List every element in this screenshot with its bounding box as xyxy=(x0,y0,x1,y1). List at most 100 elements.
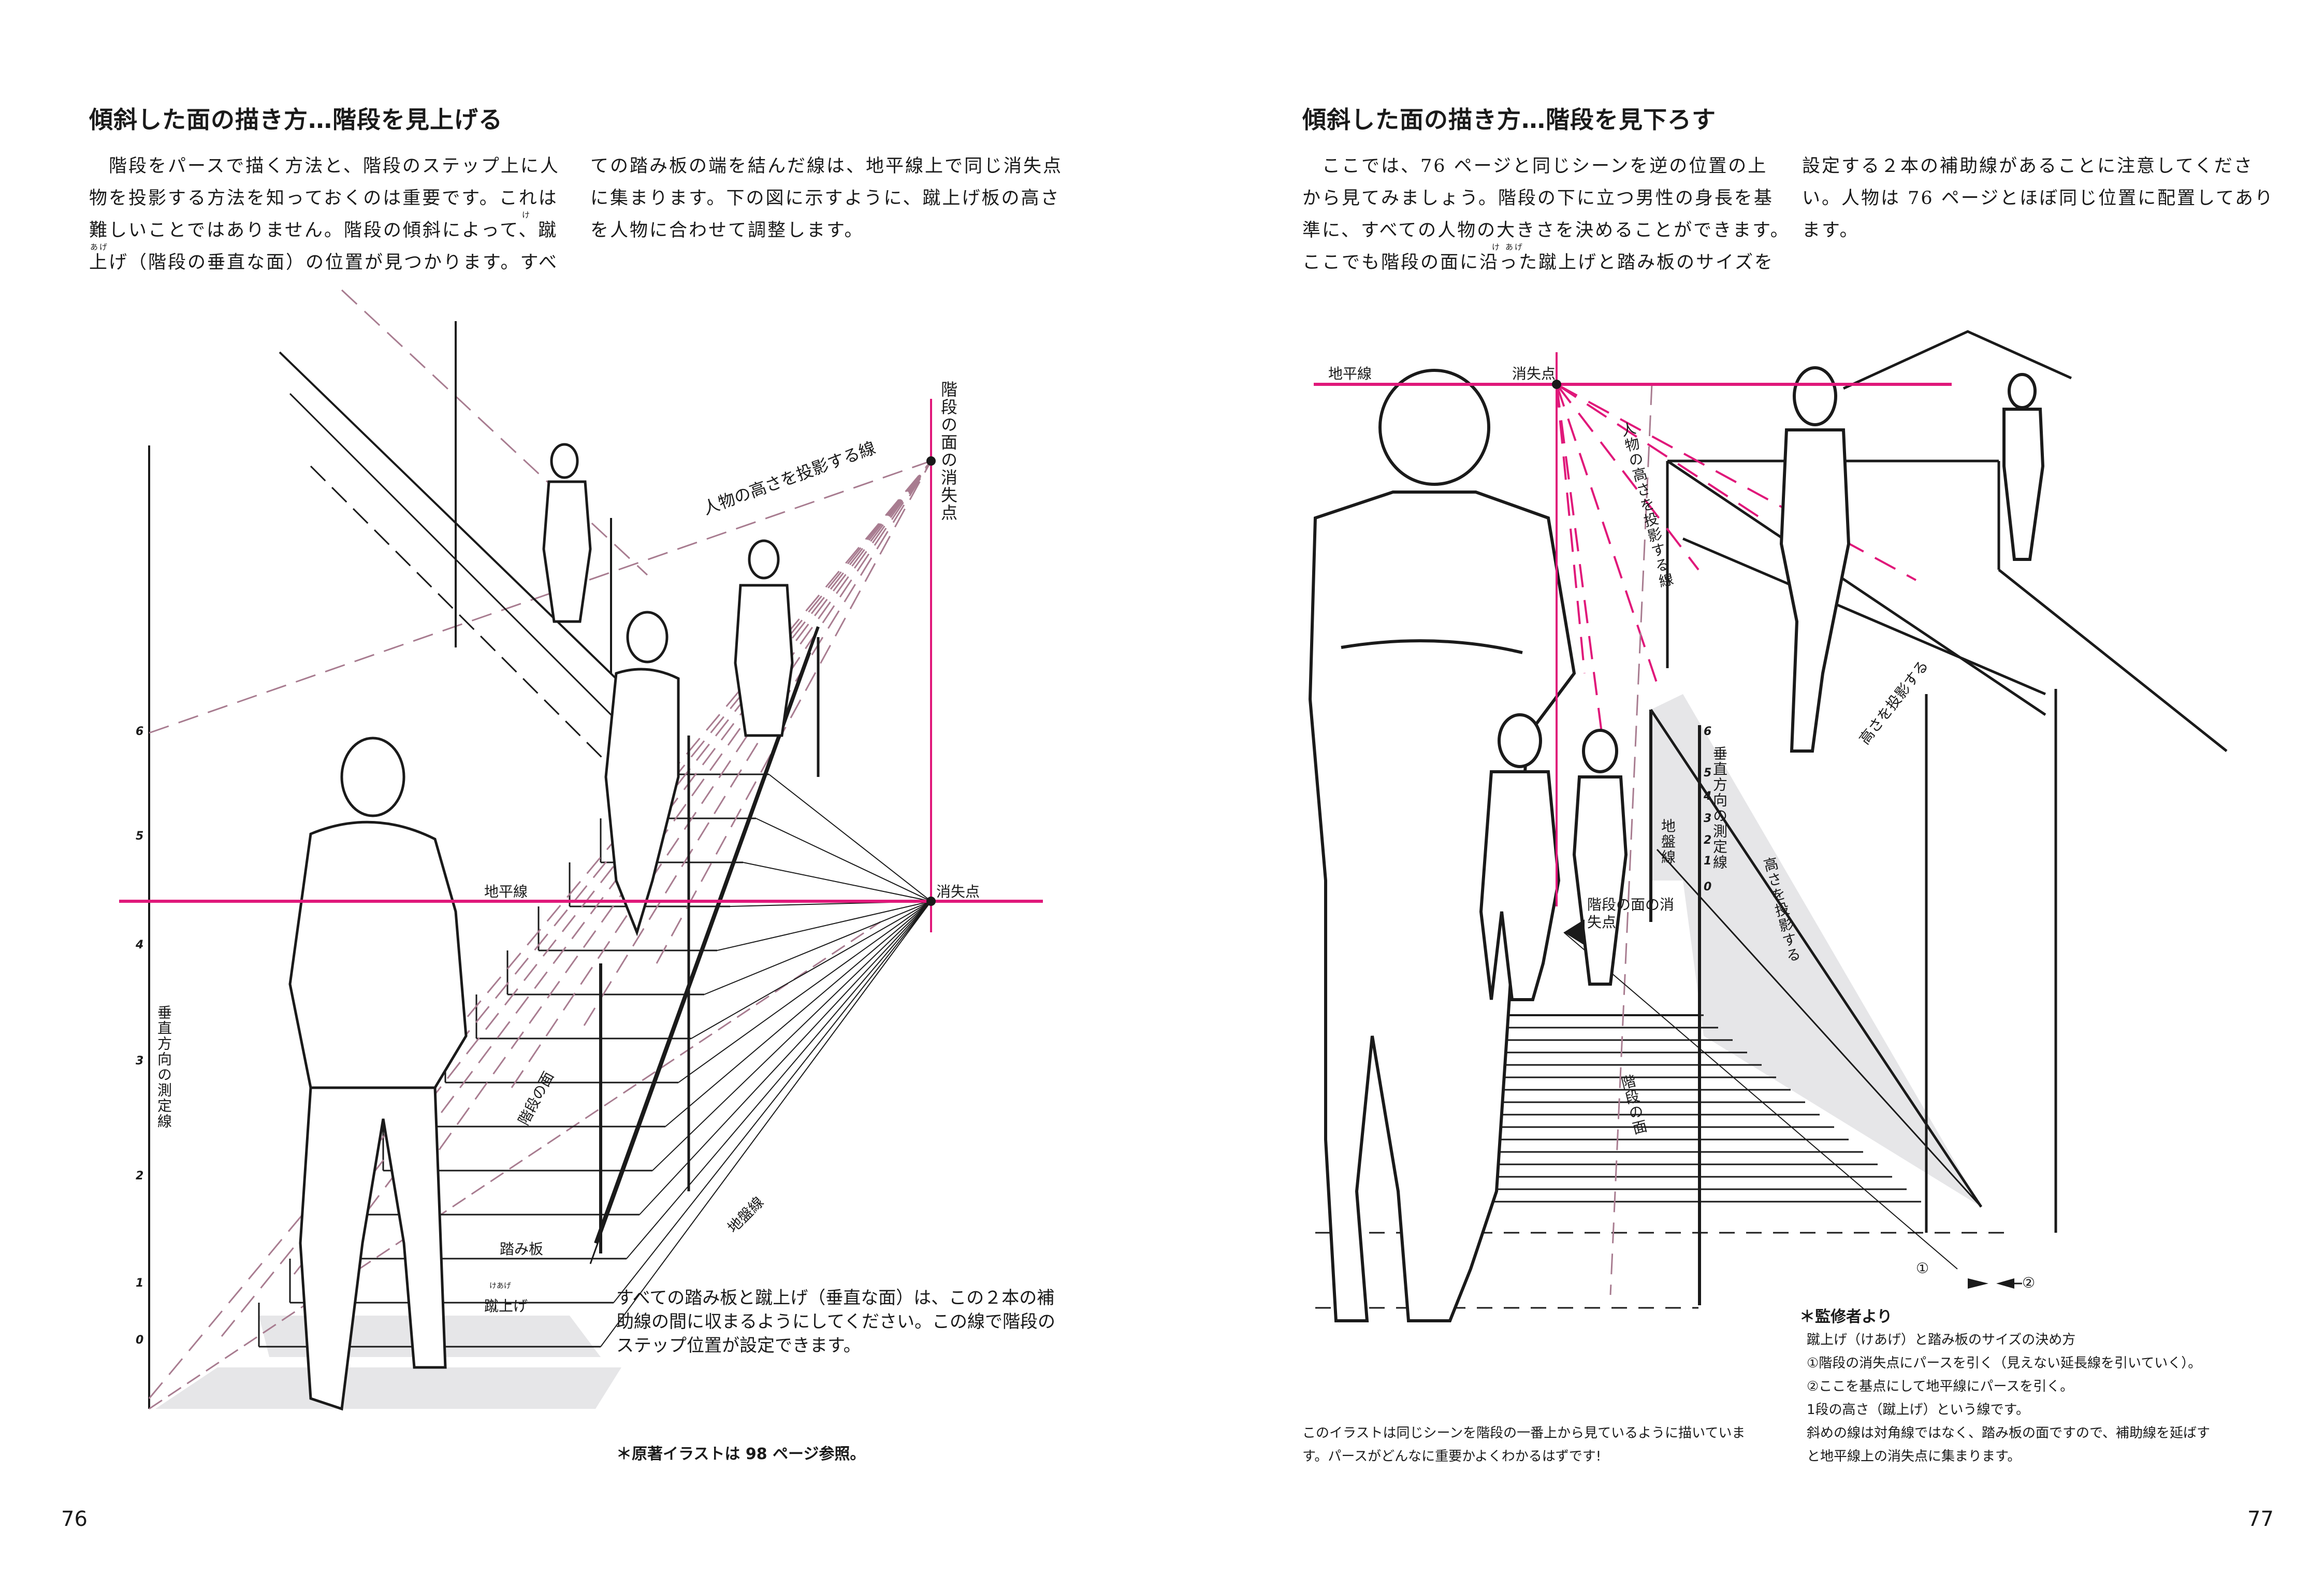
marker-1: ① xyxy=(1916,1260,1929,1277)
text-line: ここでは、76 ページと同じシーンを逆の位置の上 xyxy=(1302,156,1768,177)
guide-line xyxy=(511,460,932,1088)
text-line: ての踏み板の端を結んだ線は、地平線上で同じ消失点 xyxy=(590,156,1063,177)
text-line: すべての踏み板と蹴上げ（垂直な面）は、この２本の補 xyxy=(616,1288,1055,1308)
perspective-ray xyxy=(639,901,932,1215)
perspective-ray xyxy=(626,901,932,1259)
perspective-ray xyxy=(717,901,932,951)
shaded-stair-side xyxy=(1651,694,1981,1207)
tick-label: 4 xyxy=(1704,790,1712,803)
perspective-ray xyxy=(704,901,932,995)
tick-label: 6 xyxy=(1704,725,1712,738)
guide-line xyxy=(1556,383,1916,581)
tick-label: 3 xyxy=(1704,812,1712,825)
right-caption: このイラストは同じシーンを階段の一番上から見ているように描いていま す。パースが… xyxy=(1302,1422,1745,1468)
right-stair-illustration xyxy=(1308,330,2228,1322)
figure-legs xyxy=(299,1086,447,1411)
right-body-column-2: 設定する２本の補助線があることに注意してくださ い。人物は 76 ページとほぼ同… xyxy=(1802,150,2274,247)
label-stair-vanishing-point: 階段の面の消失点 xyxy=(1587,896,1675,931)
perspective-ray xyxy=(652,901,932,1171)
tick-label: 2 xyxy=(1704,834,1712,847)
left-page-title: 傾斜した面の描き方…階段を見上げる xyxy=(89,106,503,134)
text-line: 準に、すべての人物の大きさを決めることができます。 xyxy=(1302,220,1790,241)
ruby: けあげ xyxy=(489,1282,511,1290)
right-page-title: 傾斜した面の描き方…階段を見下ろす xyxy=(1302,106,1716,134)
figure-head xyxy=(1793,366,1837,426)
tick-label: 5 xyxy=(1704,767,1712,780)
text-line: このイラストは同じシーンを階段の一番上から見ているように描いていま xyxy=(1302,1425,1746,1441)
text-line: ます。 xyxy=(1802,220,1860,241)
perspective-ray xyxy=(768,774,932,902)
text-line: 難しいことではありません。階段の傾斜によって、蹴け xyxy=(89,210,558,241)
page-number-right: 77 xyxy=(2247,1507,2274,1531)
vanishing-point xyxy=(1552,380,1561,389)
tick-label: 3 xyxy=(136,1055,144,1068)
text-line: 設定する２本の補助線があることに注意してくださ xyxy=(1802,156,2254,177)
perspective-ray xyxy=(743,862,932,902)
perspective-ray xyxy=(756,818,932,902)
text-line: 1段の高さ（蹴上げ）という線です。 xyxy=(1807,1402,2029,1418)
text-line: 上げ（階段の垂直な面）の位置が見つかります。すべあげ xyxy=(89,242,559,273)
left-body-column-2: ての踏み板の端を結んだ線は、地平線上で同じ消失点 に集まります。下の図に示すよう… xyxy=(590,150,1063,247)
figure-head xyxy=(748,539,780,580)
guide-line xyxy=(148,460,932,1399)
label-vertical-measure-line: 垂直方向の測定線 xyxy=(155,1005,172,1129)
projection-line xyxy=(149,460,932,734)
label-vertical-measure-line: 垂直方向の測定線 xyxy=(1711,746,1728,870)
marker-2: ② xyxy=(2022,1274,2036,1291)
stair-vanishing-point xyxy=(926,456,936,466)
notes-heading: ＊監修者より xyxy=(1799,1308,1893,1326)
left-body-column-1: 階段をパースで描く方法と、階段のステップ上に人 物を投影する方法を知っておくのは… xyxy=(89,150,560,279)
ruby: あげ xyxy=(1505,242,1524,252)
text-line: 助線の間に収まるようにしてください。この線で階段の xyxy=(616,1311,1055,1332)
guide-line xyxy=(656,460,932,964)
text-line: 斜めの線は対角線ではなく、踏み板の面ですので、補助線を延ばす xyxy=(1807,1425,2210,1441)
perspective-ray xyxy=(665,901,932,1127)
ground-line xyxy=(149,921,881,1410)
perspective-ray xyxy=(600,901,932,1347)
figure-head xyxy=(1582,729,1618,773)
tick-label: 2 xyxy=(136,1170,144,1182)
text-line: から見てみましょう。階段の下に立つ男性の身長を基 xyxy=(1302,188,1774,209)
text-line: を人物に合わせて調整します。 xyxy=(590,220,864,241)
figure-back xyxy=(288,820,468,1089)
label-tread: 踏み板 xyxy=(500,1241,544,1258)
label-horizon: 地平線 xyxy=(484,883,528,900)
ruby: あげ xyxy=(90,242,109,252)
label-horizon: 地平線 xyxy=(1328,365,1372,382)
perspective-ray xyxy=(613,901,932,1303)
text-line: ここでも階段の面に沿った蹴上げと踏み板のサイズをけあげ xyxy=(1302,242,1774,273)
text-line: 物を投影する方法を知っておくのは重要です。これは xyxy=(89,188,558,209)
shaded-tread xyxy=(155,1367,621,1409)
text-line: 階段をパースで描く方法と、階段のステップ上に人 xyxy=(89,156,560,177)
left-footnote: ＊原著イラストは 98 ページ参照。 xyxy=(616,1445,866,1463)
tick-label: 5 xyxy=(136,830,144,843)
ruby: け xyxy=(1492,242,1502,252)
text-line: と地平線上の消失点に集まります。 xyxy=(1807,1449,2021,1464)
guide-line xyxy=(1556,384,1586,674)
label-stair-vanishing-point: 階段の面の消失点 xyxy=(938,381,958,522)
text-line: ①階段の消失点にパースを引く（見えない延長線を引いていく）。 xyxy=(1807,1355,2202,1371)
guide-line xyxy=(1556,383,1700,571)
left-stair-illustration xyxy=(119,289,1043,1411)
perspective-ray xyxy=(691,901,932,1039)
text-line: ②ここを基点にして地平線にパースを引く。 xyxy=(1807,1379,2074,1394)
label-ground-line: 地盤線 xyxy=(1659,818,1676,865)
tick-label: 6 xyxy=(136,725,144,738)
supervisor-notes: ＊監修者より 蹴上げ（けあげ）と踏み板のサイズの決め方 ①階段の消失点にパースを… xyxy=(1799,1305,2210,1468)
tick-label: 4 xyxy=(136,939,144,951)
label-vanishing-point: 消失点 xyxy=(936,883,980,900)
label-vanishing-point: 消失点 xyxy=(1512,365,1556,382)
text-line: 蹴上げ（けあげ）と踏み板のサイズの決め方 xyxy=(1807,1332,2076,1348)
figure-head xyxy=(340,737,405,817)
perspective-ray xyxy=(678,901,932,1083)
guide-line xyxy=(1556,383,1762,519)
figure-head xyxy=(550,443,579,479)
figure-back xyxy=(1308,491,1576,1322)
vanishing-point xyxy=(926,897,936,906)
tick-label: 1 xyxy=(136,1277,144,1290)
figure-head xyxy=(1498,713,1542,768)
left-annotation: すべての踏み板と蹴上げ（垂直な面）は、この２本の補 助線の間に収まるようにしてく… xyxy=(616,1286,1055,1358)
tick-label: 1 xyxy=(1704,855,1712,868)
